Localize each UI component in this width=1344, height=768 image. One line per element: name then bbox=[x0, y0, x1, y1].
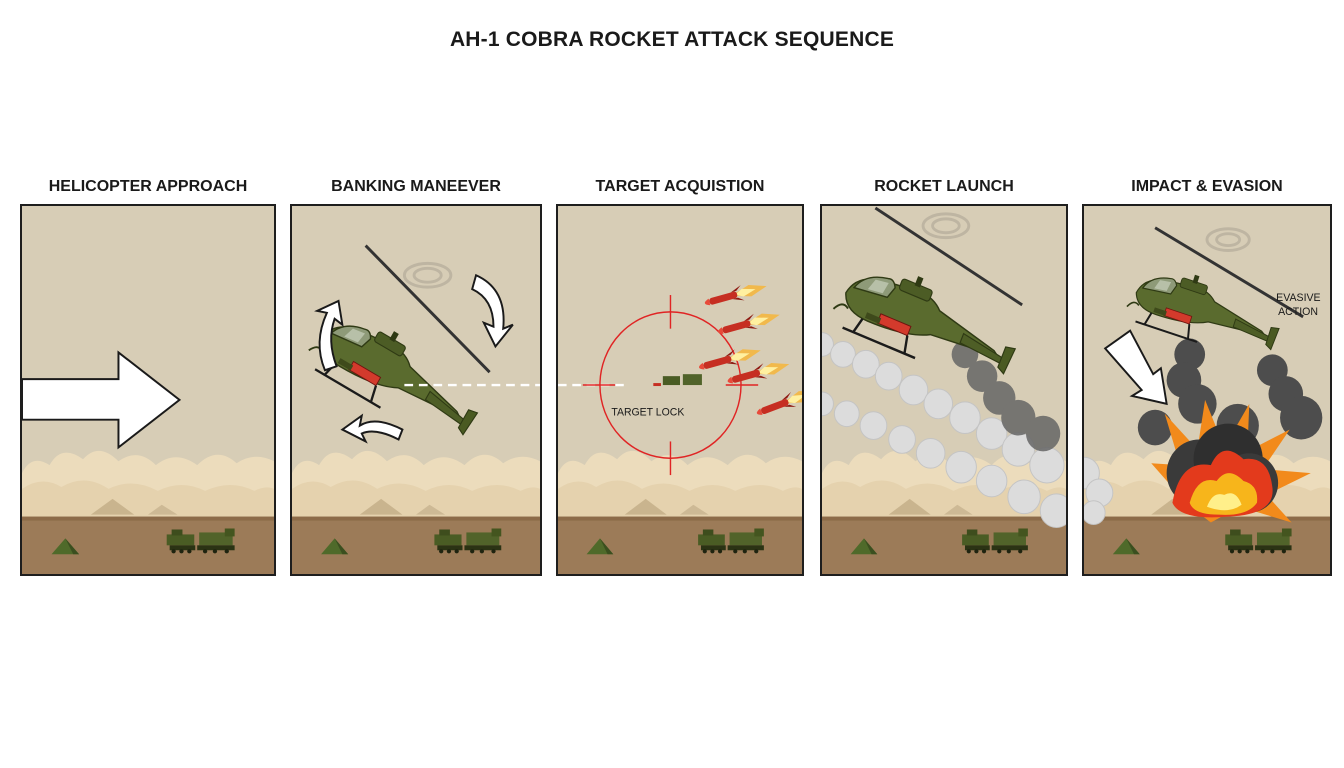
panel-acquisition: TARGET LOCK bbox=[556, 204, 804, 576]
panel-title-approach: HELICOPTER APPROACH bbox=[48, 178, 248, 195]
launch-scene bbox=[822, 206, 1066, 574]
panel-approach bbox=[20, 204, 276, 576]
panel-launch bbox=[820, 204, 1068, 576]
approach-scene bbox=[22, 206, 274, 574]
rotor-blur-icon bbox=[402, 261, 453, 289]
target-lock-label: TARGET LOCK bbox=[611, 407, 684, 419]
dark-smoke-icon bbox=[951, 340, 1061, 452]
rotor-blur-icon bbox=[921, 212, 971, 240]
impact-scene: EVASIVE ACTION bbox=[1084, 206, 1330, 574]
acquisition-scene: TARGET LOCK bbox=[558, 206, 802, 574]
main-rotor bbox=[1154, 226, 1304, 319]
evasion-arrow-icon bbox=[1103, 329, 1168, 406]
curved-arrow-icon bbox=[314, 273, 514, 444]
evasive-action-label-line1: EVASIVE bbox=[1276, 292, 1320, 304]
direction-arrow-icon bbox=[22, 350, 182, 450]
reticle-icon bbox=[582, 295, 759, 476]
explosion-icon bbox=[1151, 399, 1311, 523]
panel-impact: EVASIVE ACTION bbox=[1082, 204, 1332, 576]
main-rotor bbox=[874, 206, 1023, 307]
target-vehicles-icon bbox=[653, 374, 702, 387]
panel-title-acquisition: TARGET ACQUISTION bbox=[595, 178, 765, 195]
smoke-trail-icon bbox=[1084, 456, 1114, 526]
banking-scene bbox=[292, 206, 540, 574]
panel-title-banking: BANKING MANEEVER bbox=[331, 178, 501, 195]
rotor-blur-icon bbox=[1205, 227, 1251, 252]
evasive-action-label-line2: ACTION bbox=[1278, 306, 1318, 318]
page-title: AH-1 COBRA ROCKET ATTACK SEQUENCE bbox=[449, 28, 895, 51]
panel-banking bbox=[290, 204, 542, 576]
main-rotor bbox=[364, 244, 491, 374]
panel-title-impact: IMPACT & EVASION bbox=[1131, 178, 1283, 195]
panel-title-launch: ROCKET LAUNCH bbox=[874, 178, 1014, 195]
smoke-trail-icon bbox=[822, 332, 1066, 528]
